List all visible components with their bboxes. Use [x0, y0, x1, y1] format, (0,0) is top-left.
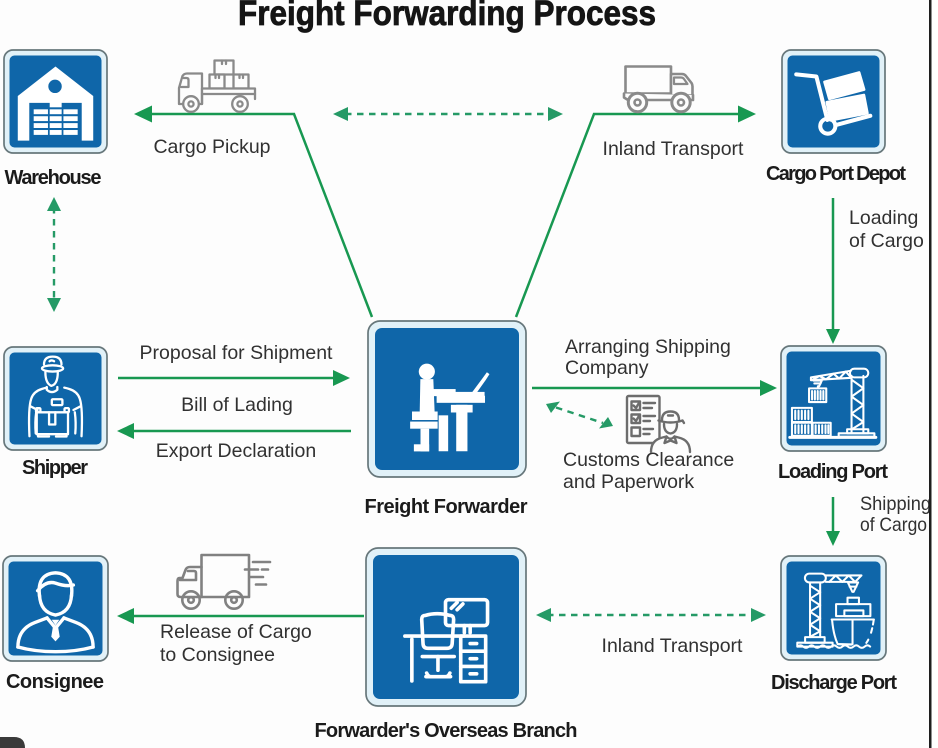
svg-text:Discharge Port: Discharge Port	[771, 672, 897, 694]
svg-text:Loading: Loading	[849, 207, 918, 229]
svg-text:of Cargo: of Cargo	[860, 514, 927, 536]
svg-text:Shipping: Shipping	[860, 493, 931, 515]
svg-text:Arranging Shipping: Arranging Shipping	[565, 336, 731, 358]
svg-text:Inland Transport: Inland Transport	[603, 138, 745, 160]
svg-text:Bill of Lading: Bill of Lading	[181, 394, 293, 416]
svg-text:Proposal for Shipment: Proposal for Shipment	[140, 342, 334, 364]
svg-text:of Cargo: of Cargo	[849, 230, 924, 252]
svg-text:Freight Forwarder: Freight Forwarder	[365, 496, 528, 518]
svg-text:Release of Cargo: Release of Cargo	[160, 621, 312, 643]
svg-text:to Consignee: to Consignee	[160, 644, 275, 666]
svg-text:and Paperwork: and Paperwork	[563, 471, 694, 493]
svg-text:Shipper: Shipper	[22, 457, 88, 479]
svg-text:Inland Transport: Inland Transport	[602, 635, 744, 657]
svg-text:Customs Clearance: Customs Clearance	[563, 449, 734, 471]
svg-text:Cargo Port Depot: Cargo Port Depot	[766, 163, 906, 185]
svg-text:Export Declaration: Export Declaration	[156, 440, 316, 462]
svg-text:Forwarder's Overseas Branch: Forwarder's Overseas Branch	[315, 720, 578, 742]
svg-text:Company: Company	[565, 357, 649, 379]
svg-text:Cargo Pickup: Cargo Pickup	[153, 136, 270, 158]
svg-text:Loading Port: Loading Port	[778, 461, 888, 483]
svg-text:Consignee: Consignee	[6, 671, 104, 693]
svg-text:Freight Forwarding Process: Freight Forwarding Process	[238, 0, 656, 33]
svg-text:Warehouse: Warehouse	[5, 167, 102, 189]
